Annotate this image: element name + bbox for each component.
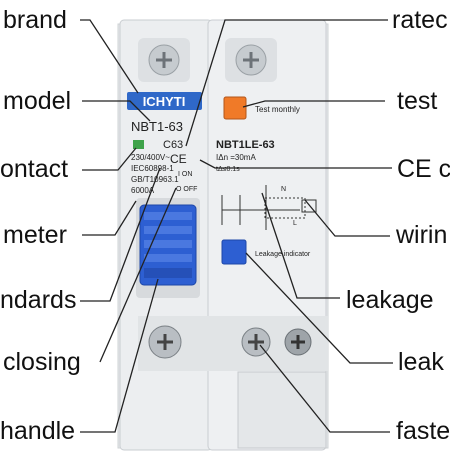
terminal-l: L [293,220,297,227]
circuit-breaker: ICHYTI NBT1-63 C63 230/400V~ CE IEC60898… [117,19,329,451]
terminal-n: N [281,186,286,193]
residual-current-text: IΔn =30mA [216,153,256,162]
rating-text: C63 [163,139,183,151]
din-fastener [237,371,327,449]
voltage-text: 230/400V~ [131,153,170,162]
brand-badge [127,92,202,110]
contact-indicator [133,140,144,149]
callout-wiring: wirin [396,221,448,249]
brand-text: ICHYTI [143,94,186,109]
callout-test: test [397,87,438,115]
ce-mark: CE [170,152,187,166]
callout-contact: ontact [0,155,69,183]
test-label: Test monthly [255,105,300,114]
callout-standards: ndards [0,286,77,314]
callout-rated: ratec [392,6,448,34]
callout-ce: CE c [397,155,450,183]
callout-brand: brand [3,6,67,34]
callout-fasten: faste [396,417,450,445]
wiring-diagram [221,185,317,230]
on-label: I ON [178,171,192,178]
breaking-text: 6000A [131,186,155,195]
callout-meter: meter [3,221,67,249]
callout-handle: handle [0,417,76,445]
leader-lines [80,19,393,433]
leakage-indicator[interactable] [221,239,247,265]
callout-closing: closing [3,348,81,376]
callout-leakage: leakage [346,286,434,314]
model-text: NBT1-63 [131,119,183,134]
test-button[interactable] [223,96,247,120]
callout-leak: leak [398,348,444,376]
standard-1-text: IEC60898-1 [131,164,174,173]
break-time-text: tΔ≤0.1s [216,166,240,173]
callout-model: model [3,87,72,115]
off-label: O OFF [176,186,197,193]
rcd-model-text: NBT1LE-63 [216,139,275,151]
